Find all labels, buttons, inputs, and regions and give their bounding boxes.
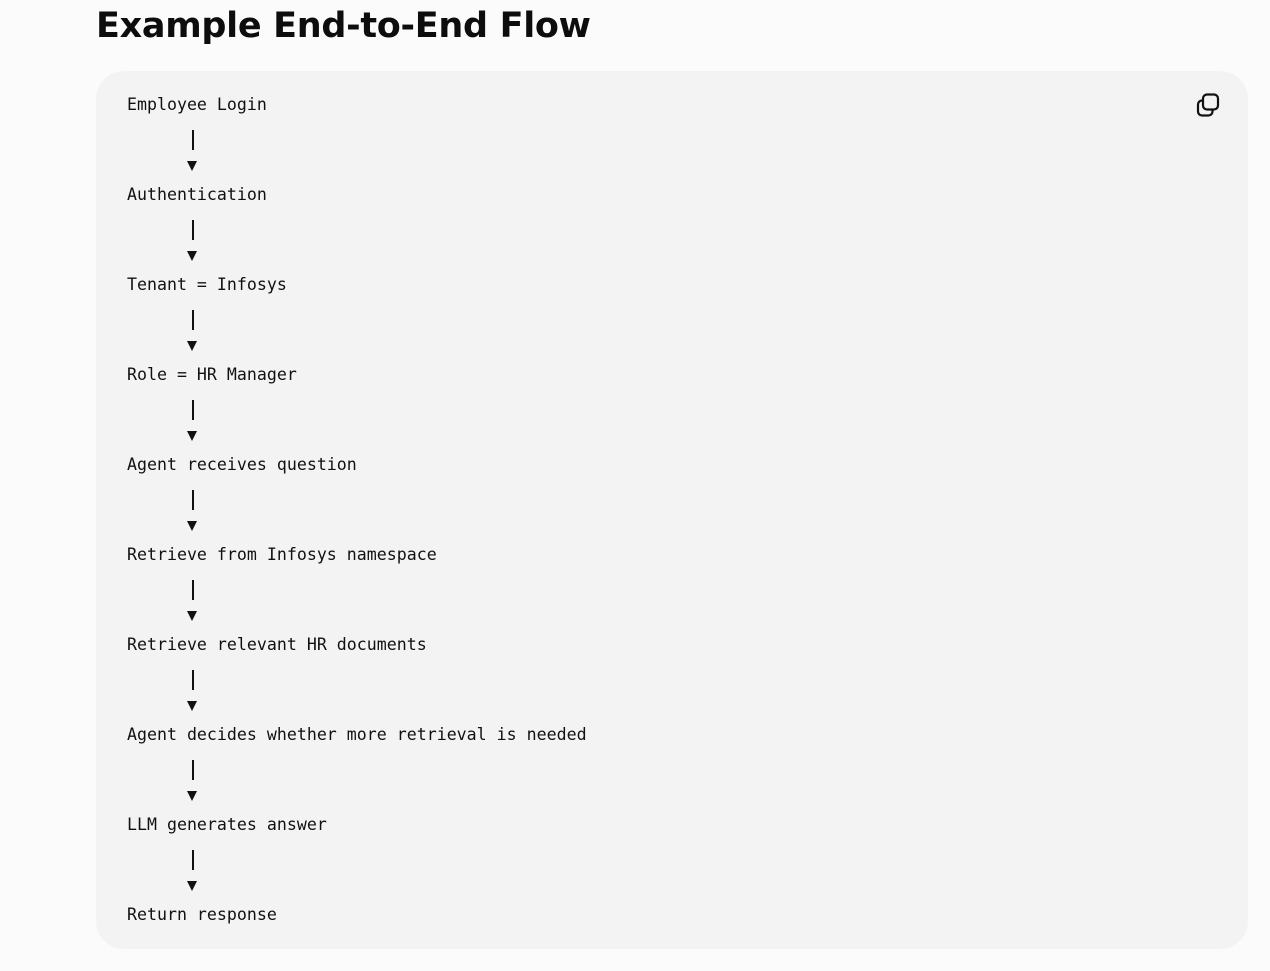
flow-step: LLM generates answer [127, 815, 327, 834]
connector-line [192, 580, 194, 600]
connector-line [192, 850, 194, 870]
flow-connector [127, 750, 587, 810]
section-heading: Example End-to-End Flow [96, 6, 591, 46]
arrow-down-icon [187, 881, 197, 891]
flow-step: Return response [127, 905, 277, 924]
flow-step: Agent decides whether more retrieval is … [127, 725, 587, 744]
flow-step: Tenant = Infosys [127, 275, 287, 294]
arrow-down-icon [187, 251, 197, 261]
flow-step: Retrieve relevant HR documents [127, 635, 427, 654]
arrow-down-icon [187, 791, 197, 801]
code-block: Employee Login Authentication Tenant = I… [96, 71, 1248, 949]
flow-connector [127, 300, 587, 360]
arrow-down-icon [187, 161, 197, 171]
flow-connector [127, 570, 587, 630]
flow-step: Employee Login [127, 95, 267, 114]
arrow-down-icon [187, 521, 197, 531]
connector-line [192, 670, 194, 690]
connector-line [192, 130, 194, 150]
flow-connector [127, 120, 587, 180]
flow-diagram: Employee Login Authentication Tenant = I… [127, 90, 587, 930]
copy-icon [1194, 91, 1222, 119]
flow-connector [127, 480, 587, 540]
copy-code-button[interactable] [1194, 91, 1222, 119]
flow-step: Authentication [127, 185, 267, 204]
flow-step: Retrieve from Infosys namespace [127, 545, 437, 564]
connector-line [192, 490, 194, 510]
flow-connector [127, 660, 587, 720]
flow-connector [127, 390, 587, 450]
flow-step: Role = HR Manager [127, 365, 297, 384]
connector-line [192, 220, 194, 240]
connector-line [192, 310, 194, 330]
flow-connector [127, 210, 587, 270]
arrow-down-icon [187, 611, 197, 621]
arrow-down-icon [187, 431, 197, 441]
connector-line [192, 400, 194, 420]
connector-line [192, 760, 194, 780]
flow-connector [127, 840, 587, 900]
flow-step: Agent receives question [127, 455, 357, 474]
arrow-down-icon [187, 701, 197, 711]
arrow-down-icon [187, 341, 197, 351]
